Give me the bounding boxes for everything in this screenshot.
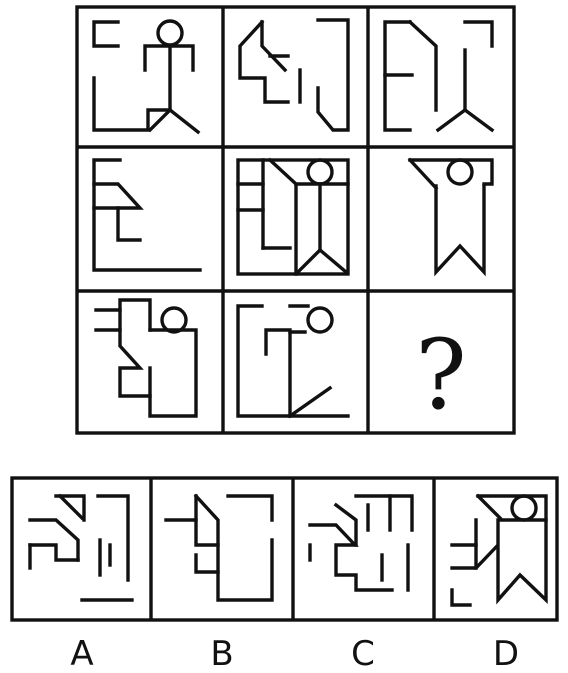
- option-c-label[interactable]: C: [351, 634, 375, 673]
- grid-cell-r1c1: [94, 21, 198, 132]
- option-b-label[interactable]: B: [210, 634, 233, 673]
- option-a-figure: [30, 496, 132, 600]
- grid-cell-r1c2: [240, 20, 348, 130]
- option-c-figure: [310, 496, 412, 590]
- grid-cell-r2c1: [94, 160, 200, 270]
- option-d-label[interactable]: D: [493, 634, 519, 673]
- grid-cell-r3c2: [238, 306, 348, 416]
- missing-cell: ?: [415, 319, 466, 431]
- grid-cell-r1c3: [385, 22, 492, 130]
- question-mark: ?: [415, 319, 466, 431]
- option-b-figure: [166, 496, 272, 600]
- grid-cell-r3c1: [96, 300, 196, 416]
- grid-cell-r2c3: [410, 160, 492, 272]
- option-d-figure: [452, 496, 546, 605]
- option-a-label[interactable]: A: [70, 634, 93, 673]
- grid-cell-r2c2: [238, 160, 348, 274]
